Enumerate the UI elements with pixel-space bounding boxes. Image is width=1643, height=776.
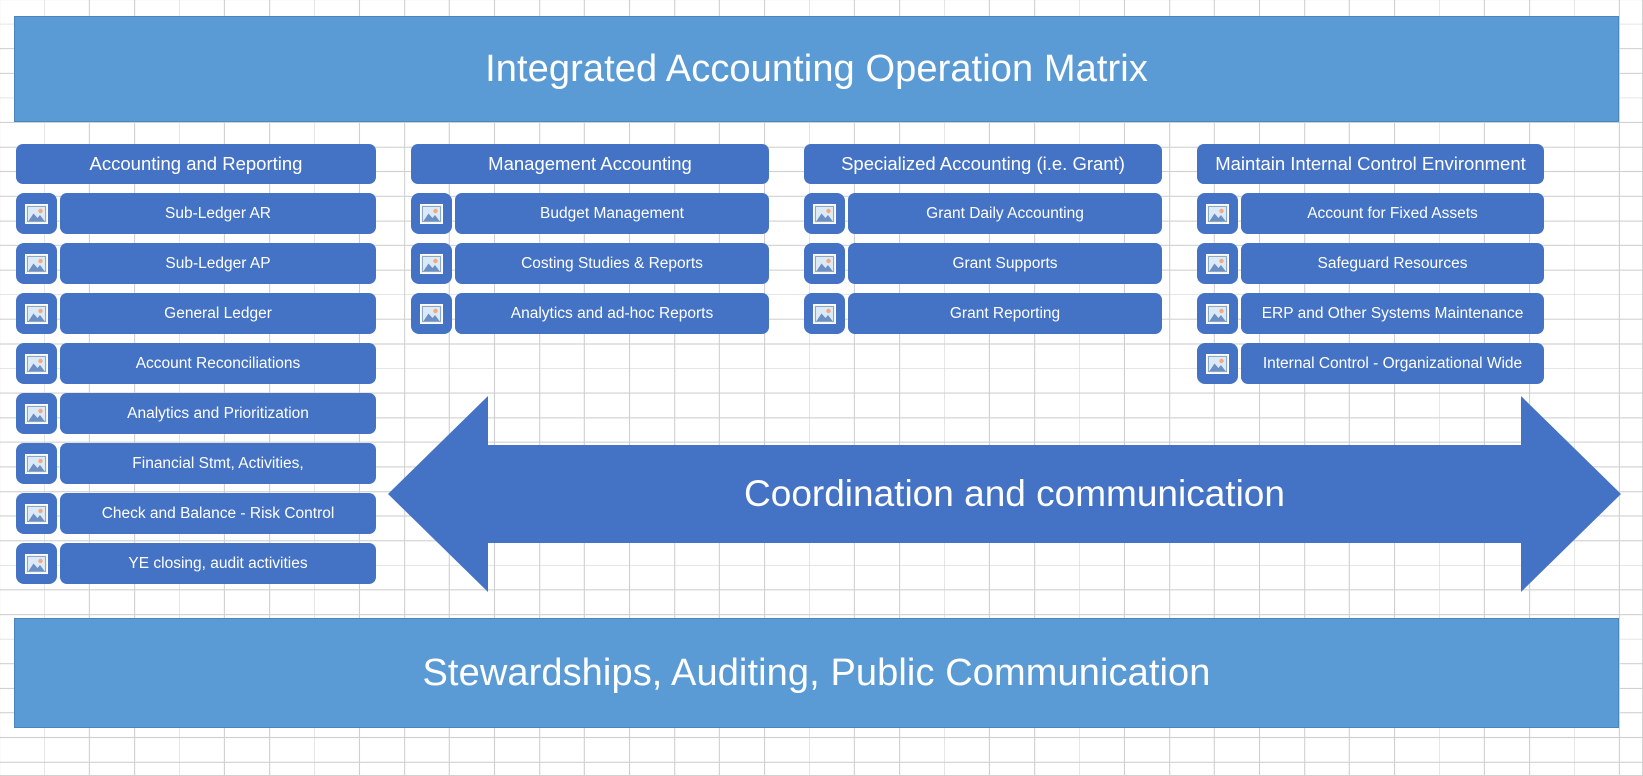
column-header[interactable]: Specialized Accounting (i.e. Grant) xyxy=(804,144,1162,184)
coordination-arrow: Coordination and communication xyxy=(388,392,1621,596)
column-item-label[interactable]: Grant Supports xyxy=(848,243,1162,284)
column-item-label[interactable]: Check and Balance - Risk Control xyxy=(60,493,376,534)
column-item[interactable]: Grant Daily Accounting xyxy=(804,193,1162,234)
column-item-label[interactable]: Grant Daily Accounting xyxy=(848,193,1162,234)
column-item[interactable]: YE closing, audit activities xyxy=(16,543,376,584)
column-item-label[interactable]: Costing Studies & Reports xyxy=(455,243,769,284)
column-item[interactable]: Internal Control - Organizational Wide xyxy=(1197,343,1544,384)
picture-placeholder-icon xyxy=(804,293,845,334)
picture-placeholder-icon xyxy=(1197,193,1238,234)
double-headed-arrow-shape xyxy=(388,396,1621,592)
column-item[interactable]: Account Reconciliations xyxy=(16,343,376,384)
picture-placeholder-icon xyxy=(16,493,57,534)
column-item-label[interactable]: YE closing, audit activities xyxy=(60,543,376,584)
column-header[interactable]: Maintain Internal Control Environment xyxy=(1197,144,1544,184)
picture-placeholder-icon xyxy=(804,243,845,284)
picture-placeholder-icon xyxy=(1197,243,1238,284)
column-item[interactable]: Analytics and ad-hoc Reports xyxy=(411,293,769,334)
column-header[interactable]: Accounting and Reporting xyxy=(16,144,376,184)
picture-placeholder-icon xyxy=(16,393,57,434)
column-item-label[interactable]: Sub-Ledger AP xyxy=(60,243,376,284)
footer-banner-text: Stewardships, Auditing, Public Communica… xyxy=(422,651,1211,694)
column-item[interactable]: Costing Studies & Reports xyxy=(411,243,769,284)
column-specialized-accounting: Specialized Accounting (i.e. Grant) Grant… xyxy=(804,144,1162,334)
column-item-label[interactable]: Financial Stmt, Activities, xyxy=(60,443,376,484)
column-item[interactable]: Sub-Ledger AP xyxy=(16,243,376,284)
column-item-label[interactable]: Sub-Ledger AR xyxy=(60,193,376,234)
column-item[interactable]: Check and Balance - Risk Control xyxy=(16,493,376,534)
title-banner: Integrated Accounting Operation Matrix xyxy=(14,16,1619,122)
picture-placeholder-icon xyxy=(411,193,452,234)
column-item-label[interactable]: Analytics and Prioritization xyxy=(60,393,376,434)
column-item[interactable]: Budget Management xyxy=(411,193,769,234)
picture-placeholder-icon xyxy=(1197,293,1238,334)
picture-placeholder-icon xyxy=(1197,343,1238,384)
column-item-label[interactable]: Analytics and ad-hoc Reports xyxy=(455,293,769,334)
column-item-label[interactable]: Account for Fixed Assets xyxy=(1241,193,1544,234)
picture-placeholder-icon xyxy=(411,243,452,284)
picture-placeholder-icon xyxy=(16,193,57,234)
column-item[interactable]: Grant Reporting xyxy=(804,293,1162,334)
column-item[interactable]: Safeguard Resources xyxy=(1197,243,1544,284)
picture-placeholder-icon xyxy=(411,293,452,334)
column-item[interactable]: General Ledger xyxy=(16,293,376,334)
picture-placeholder-icon xyxy=(804,193,845,234)
column-item[interactable]: ERP and Other Systems Maintenance xyxy=(1197,293,1544,334)
picture-placeholder-icon xyxy=(16,543,57,584)
column-item[interactable]: Account for Fixed Assets xyxy=(1197,193,1544,234)
column-item-label[interactable]: General Ledger xyxy=(60,293,376,334)
picture-placeholder-icon xyxy=(16,443,57,484)
column-item-label[interactable]: Internal Control - Organizational Wide xyxy=(1241,343,1544,384)
column-item[interactable]: Sub-Ledger AR xyxy=(16,193,376,234)
column-item-label[interactable]: Grant Reporting xyxy=(848,293,1162,334)
picture-placeholder-icon xyxy=(16,343,57,384)
picture-placeholder-icon xyxy=(16,293,57,334)
column-item[interactable]: Financial Stmt, Activities, xyxy=(16,443,376,484)
picture-placeholder-icon xyxy=(16,243,57,284)
column-item-label[interactable]: Safeguard Resources xyxy=(1241,243,1544,284)
title-banner-text: Integrated Accounting Operation Matrix xyxy=(485,47,1148,90)
column-header[interactable]: Management Accounting xyxy=(411,144,769,184)
column-item-label[interactable]: Account Reconciliations xyxy=(60,343,376,384)
column-item[interactable]: Analytics and Prioritization xyxy=(16,393,376,434)
column-item-label[interactable]: Budget Management xyxy=(455,193,769,234)
column-item-label[interactable]: ERP and Other Systems Maintenance xyxy=(1241,293,1544,334)
column-item[interactable]: Grant Supports xyxy=(804,243,1162,284)
footer-banner: Stewardships, Auditing, Public Communica… xyxy=(14,618,1619,728)
